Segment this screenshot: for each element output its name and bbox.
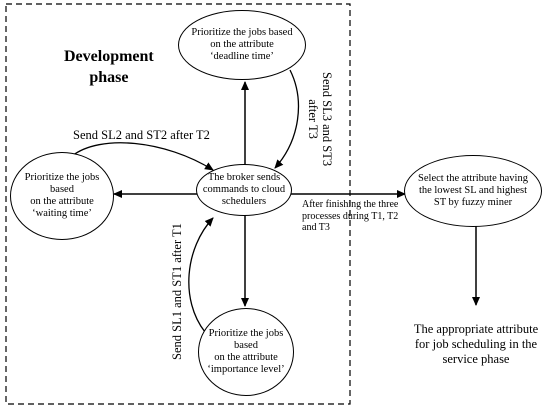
node-importance-level: Prioritize the jobs based on the attribu…	[198, 308, 294, 396]
label-after-finishing: After finishing the three processes duri…	[302, 199, 399, 233]
development-phase-boundary	[5, 3, 351, 405]
feedback-curve-sl2	[71, 142, 214, 171]
label-send-sl2: Send SL2 and ST2 after T2	[73, 128, 210, 142]
phase-title: Development phase	[64, 48, 154, 86]
node-deadline-time: Prioritize the jobs based on the attribu…	[178, 10, 306, 80]
node-fuzzy-miner-text: Select the attribute having the lowest S…	[418, 173, 528, 208]
feedback-curve-sl1	[188, 217, 214, 333]
node-waiting-time-text: Prioritize the jobs based on the attribu…	[24, 172, 100, 219]
feedback-curve-sl3	[274, 69, 300, 169]
label-send-sl1: Send SL1 and ST1 after T1	[170, 223, 184, 360]
label-result: The appropriate attribute for job schedu…	[413, 322, 539, 366]
label-send-sl3: Send SL3 and ST3 after T3	[306, 72, 334, 167]
node-waiting-time: Prioritize the jobs based on the attribu…	[10, 152, 114, 240]
node-broker-center: The broker sends commands to cloud sched…	[196, 164, 292, 216]
node-importance-level-text: Prioritize the jobs based on the attribu…	[207, 328, 285, 375]
node-deadline-time-text: Prioritize the jobs based on the attribu…	[191, 27, 293, 62]
node-broker-center-text: The broker sends commands to cloud sched…	[202, 172, 286, 207]
node-fuzzy-miner: Select the attribute having the lowest S…	[404, 155, 542, 227]
